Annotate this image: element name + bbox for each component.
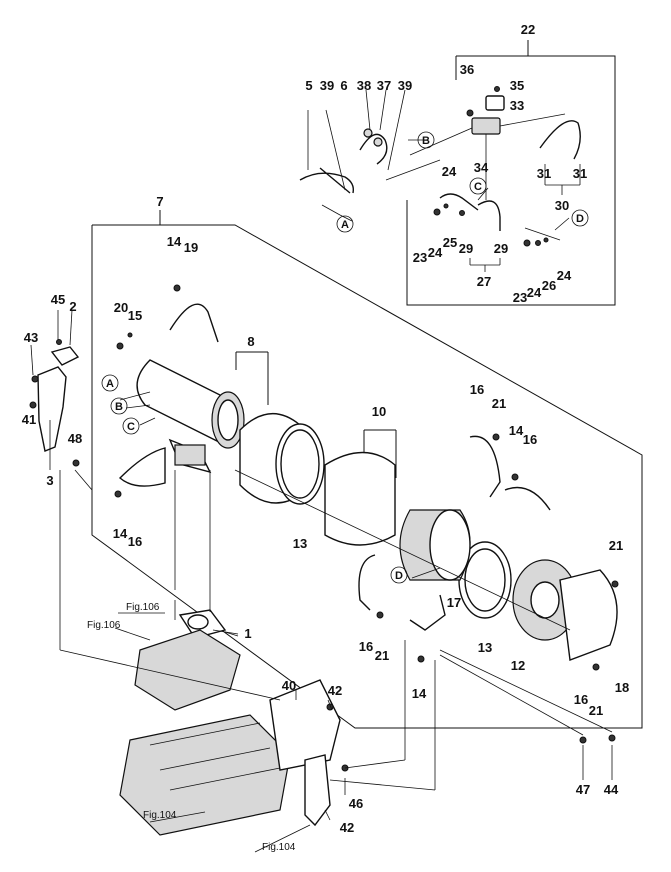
callout-8: 8 (247, 334, 254, 349)
callout-24-a: 24 (442, 164, 457, 179)
callout-14-a: 14 (167, 234, 182, 249)
callout-31-b: 31 (573, 166, 587, 181)
callout-1: 1 (244, 626, 251, 641)
callout-41: 41 (22, 412, 36, 427)
callout-42-a: 42 (328, 683, 342, 698)
rear-body (399, 509, 618, 661)
callout-13-a: 13 (293, 536, 307, 551)
callout-37: 37 (377, 78, 391, 93)
callout-14-b: 14 (509, 423, 524, 438)
callout-42-b: 42 (340, 820, 354, 835)
cylinder-head (119, 714, 291, 836)
callout-16-d: 16 (359, 639, 373, 654)
letter-c-top: C (474, 181, 482, 193)
side-bracket (29, 309, 93, 491)
callout-2: 2 (69, 299, 76, 314)
callout-21-a: 21 (492, 396, 506, 411)
part-callouts: 22 36 35 33 34 5 39 6 38 37 39 31 31 30 … (22, 22, 629, 835)
letter-circle-b-top (417, 131, 435, 149)
callout-38: 38 (357, 78, 371, 93)
callout-29-b: 29 (494, 241, 508, 256)
letter-circle-c-housing (122, 417, 140, 435)
callout-24-b: 24 (428, 245, 443, 260)
muffler-housing (114, 284, 245, 498)
sensor-bracket-assembly (409, 86, 581, 247)
callout-16-c: 16 (128, 534, 142, 549)
letter-a-top: A (341, 219, 349, 231)
letter-circle-b-housing (110, 397, 128, 415)
callout-33: 33 (510, 98, 524, 113)
letter-d-top: D (576, 213, 584, 225)
callout-25: 25 (443, 235, 457, 250)
letter-d-body: D (395, 570, 403, 582)
callout-16-a: 16 (470, 382, 484, 397)
frame-lines (91, 40, 643, 729)
fig-ref-104-head: Fig.104 (143, 810, 177, 821)
callout-31-a: 31 (537, 166, 551, 181)
manifold (134, 600, 241, 711)
letter-b-top: B (422, 135, 430, 147)
fig-ref-106-upper: Fig.106 (126, 602, 160, 613)
letter-b-housing: B (115, 401, 123, 413)
letter-circle-d-top (571, 209, 589, 227)
reference-letter-circles: B A C D A B C D (101, 131, 589, 584)
callout-6: 6 (340, 78, 347, 93)
callout-35: 35 (510, 78, 524, 93)
leader-lines (59, 139, 613, 853)
callout-16-e: 16 (574, 692, 588, 707)
callout-44: 44 (604, 782, 619, 797)
callout-20: 20 (114, 300, 128, 315)
callout-27: 27 (477, 274, 491, 289)
callout-39-a: 39 (320, 78, 334, 93)
callout-46: 46 (349, 796, 363, 811)
letter-circle-d-body (390, 566, 408, 584)
callout-39-b: 39 (398, 78, 412, 93)
callout-48: 48 (68, 431, 82, 446)
pipe-assembly (299, 89, 441, 216)
callout-23-b: 23 (513, 290, 527, 305)
callout-22: 22 (521, 22, 535, 37)
letter-a-housing: A (106, 378, 114, 390)
letter-circle-a-housing (101, 374, 119, 392)
fig-ref-104-bracket: Fig.104 (262, 842, 296, 853)
callout-12: 12 (511, 658, 525, 673)
callout-43: 43 (24, 330, 38, 345)
callout-23-a: 23 (413, 250, 427, 265)
clamps (358, 433, 619, 671)
callout-10: 10 (372, 404, 386, 419)
figure-references: Fig.106 Fig.106 Fig.104 Fig.104 (87, 602, 296, 853)
callout-40: 40 (282, 678, 296, 693)
callout-24-d: 24 (557, 268, 572, 283)
callout-17: 17 (447, 595, 461, 610)
letter-c-housing: C (127, 421, 135, 433)
callout-21-c: 21 (375, 648, 389, 663)
callout-14-c: 14 (113, 526, 128, 541)
fig-ref-106-lower: Fig.106 (87, 620, 121, 631)
callout-16-b: 16 (523, 432, 537, 447)
callout-36: 36 (460, 62, 474, 77)
callout-29-a: 29 (459, 241, 473, 256)
callout-30: 30 (555, 198, 569, 213)
callout-13-b: 13 (478, 640, 492, 655)
letter-circle-c-top (469, 177, 487, 195)
callout-24-c: 24 (527, 285, 542, 300)
support-brackets (269, 679, 616, 827)
callout-19: 19 (184, 240, 198, 255)
callout-47: 47 (576, 782, 590, 797)
gaskets (275, 423, 512, 619)
callout-14-d: 14 (412, 686, 427, 701)
callout-18: 18 (615, 680, 629, 695)
callout-34: 34 (474, 160, 489, 175)
letter-circle-a-top (336, 215, 354, 233)
callout-21-d: 21 (589, 703, 603, 718)
callout-21-b: 21 (609, 538, 623, 553)
callout-15: 15 (128, 308, 142, 323)
callout-26: 26 (542, 278, 556, 293)
callout-5: 5 (305, 78, 312, 93)
callout-7: 7 (156, 194, 163, 209)
callout-45: 45 (51, 292, 65, 307)
callout-3: 3 (46, 473, 53, 488)
